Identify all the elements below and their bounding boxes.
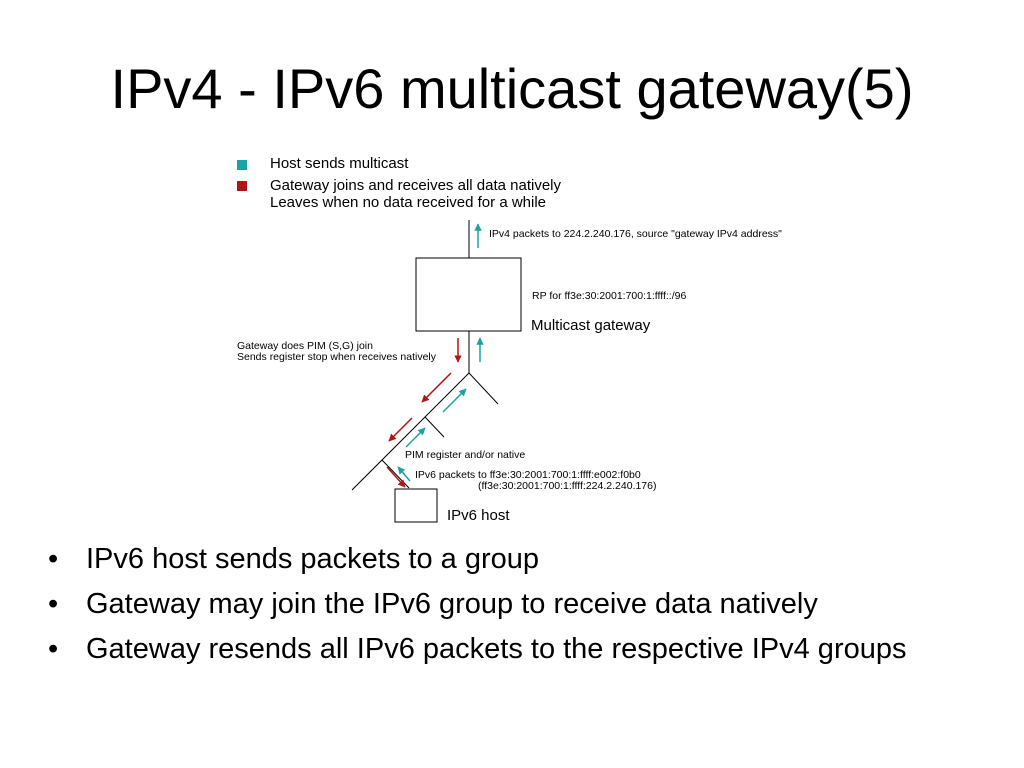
pim-join-line1: Gateway does PIM (S,G) join: [237, 340, 373, 352]
slide-title: IPv4 - IPv6 multicast gateway(5): [110, 57, 914, 120]
bullet-item: IPv6 host sends packets to a group: [44, 543, 994, 576]
bullet-list: IPv6 host sends packets to a group Gatew…: [44, 543, 994, 678]
host-label: IPv6 host: [447, 507, 510, 524]
ipv6-packets-line2: (ff3e:30:2001:700:1:ffff:224.2.240.176): [478, 480, 657, 492]
red-arrow-3: [386, 466, 406, 488]
pim-register-label: PIM register and/or native: [405, 449, 526, 461]
pim-join-line2: Sends register stop when receives native…: [237, 351, 437, 363]
legend-gateway-joins: Gateway joins and receives all data nati…: [270, 177, 561, 194]
teal-arrow-2: [405, 427, 426, 448]
ipv6-packets-line1: IPv6 packets to ff3e:30:2001:700:1:ffff:…: [415, 469, 641, 481]
gateway-label: Multicast gateway: [531, 317, 651, 334]
red-arrow-1: [421, 372, 452, 403]
rp-label: RP for ff3e:30:2001:700:1:ffff::/96: [532, 290, 687, 302]
legend-swatch-teal: [237, 160, 247, 170]
bullet-item: Gateway may join the IPv6 group to recei…: [44, 588, 994, 621]
ipv4-packets-label: IPv4 packets to 224.2.240.176, source "g…: [489, 228, 782, 240]
legend-leaves: Leaves when no data received for a while: [270, 194, 547, 211]
tree-branch-right: [468, 372, 499, 405]
teal-arrow-3: [397, 466, 411, 482]
gateway-box: [415, 257, 522, 332]
legend-host-sends: Host sends multicast: [270, 155, 409, 172]
red-arrow-2: [388, 417, 413, 442]
tree-trunk: [351, 372, 470, 491]
bullet-item: Gateway resends all IPv6 packets to the …: [44, 633, 994, 666]
teal-arrow-1: [442, 388, 467, 413]
host-box: [394, 488, 438, 523]
legend-swatch-red: [237, 181, 247, 191]
tree-branch-lower-right: [424, 416, 445, 438]
